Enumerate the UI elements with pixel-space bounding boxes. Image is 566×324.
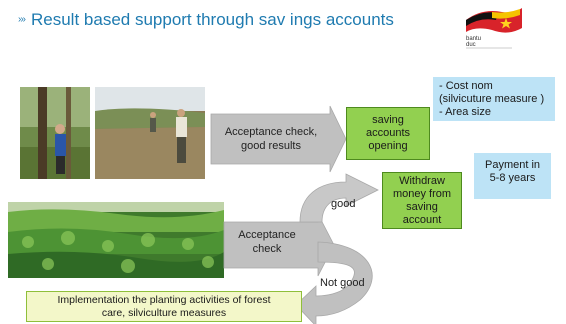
logo-line1: bantu <box>466 36 481 42</box>
withdraw-money-box: Withdraw money from saving account <box>382 172 462 229</box>
title-text: Result based support through sav ings ac… <box>31 10 394 29</box>
payment-box: Payment in 5-8 years <box>474 153 551 199</box>
photo-tree-measurement <box>20 87 90 179</box>
not-good-label: Not good <box>320 277 365 289</box>
title-bullet: ››› <box>18 14 26 25</box>
flag-logo-icon: bantu duc <box>466 8 522 49</box>
good-label: good <box>331 198 356 210</box>
photo-seedling-nursery <box>8 202 224 278</box>
acceptance-check-top-label: Acceptance check, good results <box>224 126 318 152</box>
logo-line2: duc <box>466 42 476 48</box>
acceptance-check-bottom-label: Acceptance check <box>238 229 296 255</box>
implementation-box: Implementation the planting activities o… <box>26 291 302 322</box>
photo-field-people <box>95 87 205 179</box>
slide-title: ››› Result based support through sav ings… <box>18 10 394 30</box>
cost-box: - Cost nom (silvicuture measure ) - Area… <box>433 77 555 121</box>
logo: bantu duc <box>462 6 526 50</box>
saving-accounts-box: saving accounts opening <box>346 107 430 160</box>
